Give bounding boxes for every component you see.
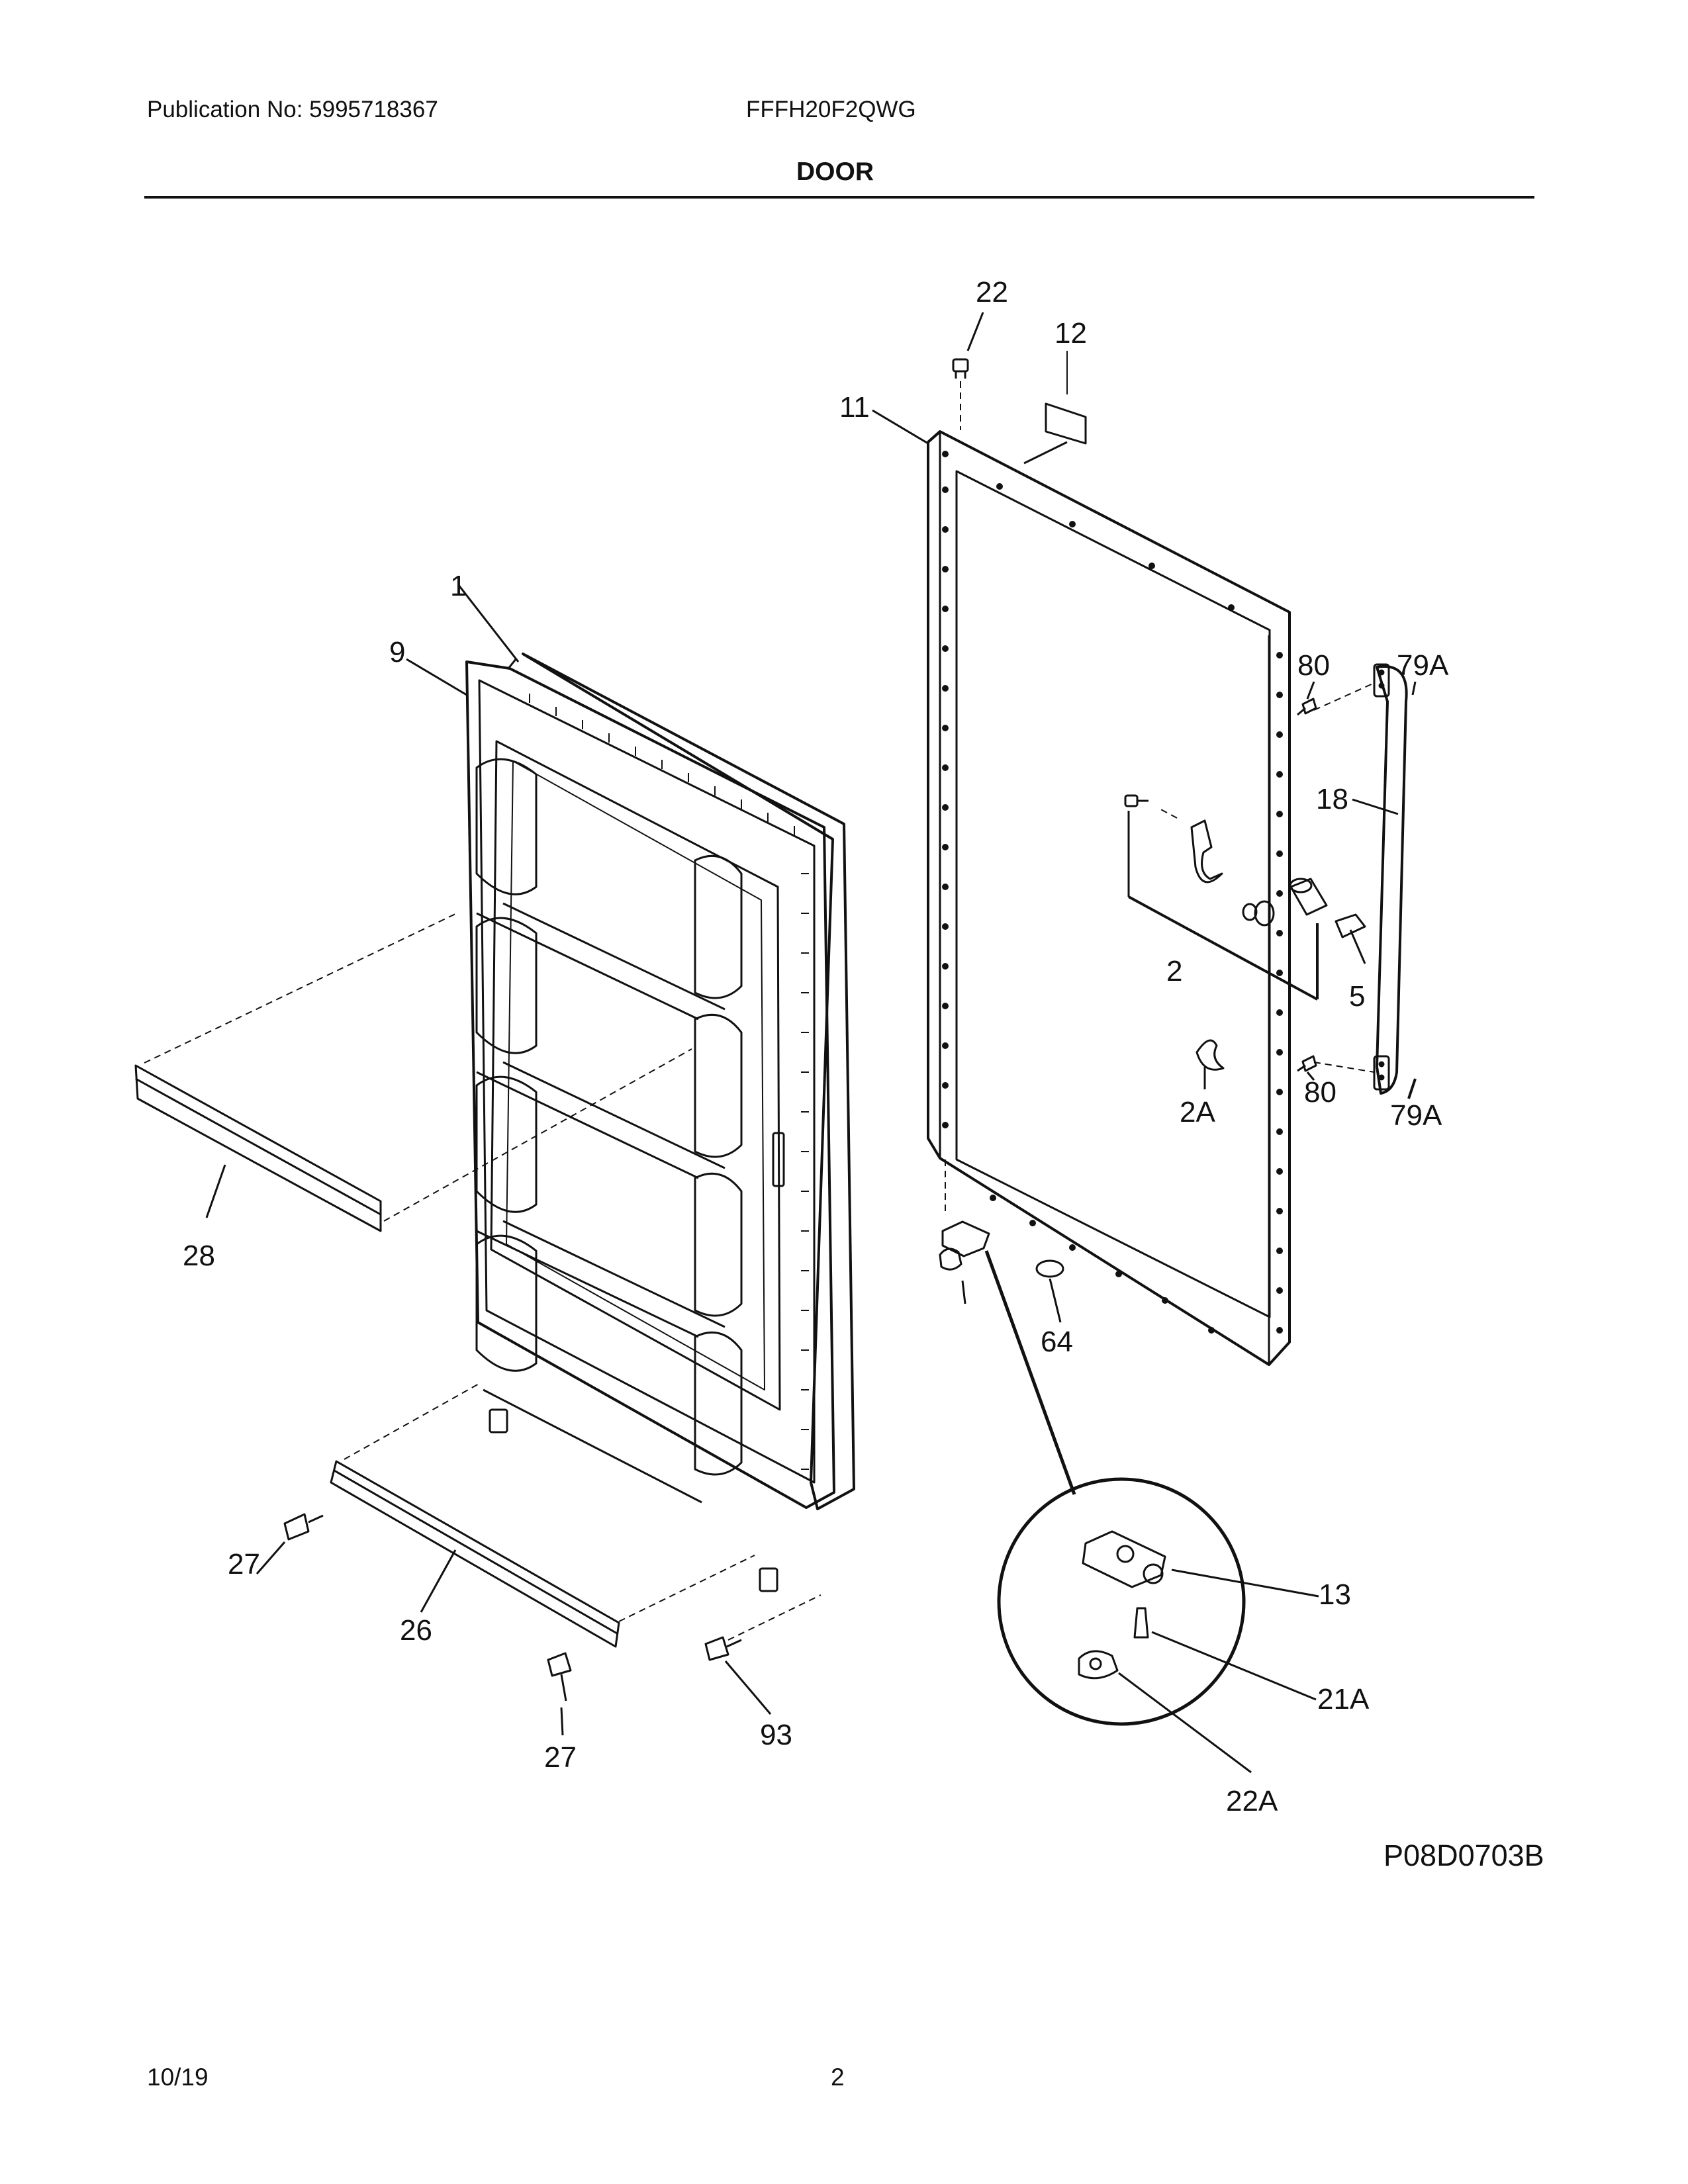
handle-screws [1297, 681, 1317, 1081]
footer-page-number: 2 [831, 2064, 845, 2091]
callout-79A-top: 79A [1397, 649, 1449, 682]
footer-date: 10/19 [147, 2064, 209, 2091]
bottom-trim-26 [330, 1383, 755, 1648]
top-hinge-pin [952, 312, 984, 430]
callout-22A: 22A [1226, 1785, 1278, 1817]
callout-5: 5 [1349, 980, 1365, 1013]
callout-26: 26 [400, 1614, 432, 1647]
callout-27-left: 27 [228, 1548, 260, 1580]
callout-9: 9 [389, 636, 405, 668]
door-liner-gasket [406, 584, 855, 1592]
callout-18: 18 [1316, 783, 1348, 815]
callout-93: 93 [760, 1719, 792, 1751]
callout-79A-bottom: 79A [1390, 1099, 1442, 1132]
callout-2: 2 [1166, 955, 1182, 987]
callout-11: 11 [839, 391, 870, 424]
callout-1: 1 [450, 570, 466, 602]
model-number: FFFH20F2QWG [746, 97, 916, 122]
publication-number: Publication No: 5995718367 [147, 97, 438, 122]
label-plate [1045, 402, 1087, 445]
header-rule [144, 196, 1534, 199]
lock-assembly [1124, 794, 1366, 1089]
callout-22: 22 [976, 276, 1008, 308]
outer-door-panel [927, 430, 1291, 1366]
callout-27-bottom: 27 [544, 1741, 577, 1774]
callout-21A: 21A [1317, 1683, 1370, 1715]
callout-64: 64 [1041, 1326, 1073, 1358]
callout-2A: 2A [1180, 1096, 1215, 1128]
bottom-hinge-assembly [939, 1160, 1319, 1774]
leader-11 [872, 409, 929, 445]
callout-80-top: 80 [1297, 649, 1330, 682]
callout-12: 12 [1055, 317, 1087, 349]
push-pins [256, 1513, 821, 1736]
callout-13: 13 [1319, 1578, 1351, 1611]
shelf-rail-28 [134, 913, 692, 1232]
callout-28: 28 [183, 1240, 215, 1272]
door-handle [1313, 663, 1417, 1099]
callout-80-bottom: 80 [1304, 1076, 1336, 1109]
section-title: DOOR [796, 158, 874, 186]
drawing-id: P08D0703B [1383, 1839, 1544, 1872]
